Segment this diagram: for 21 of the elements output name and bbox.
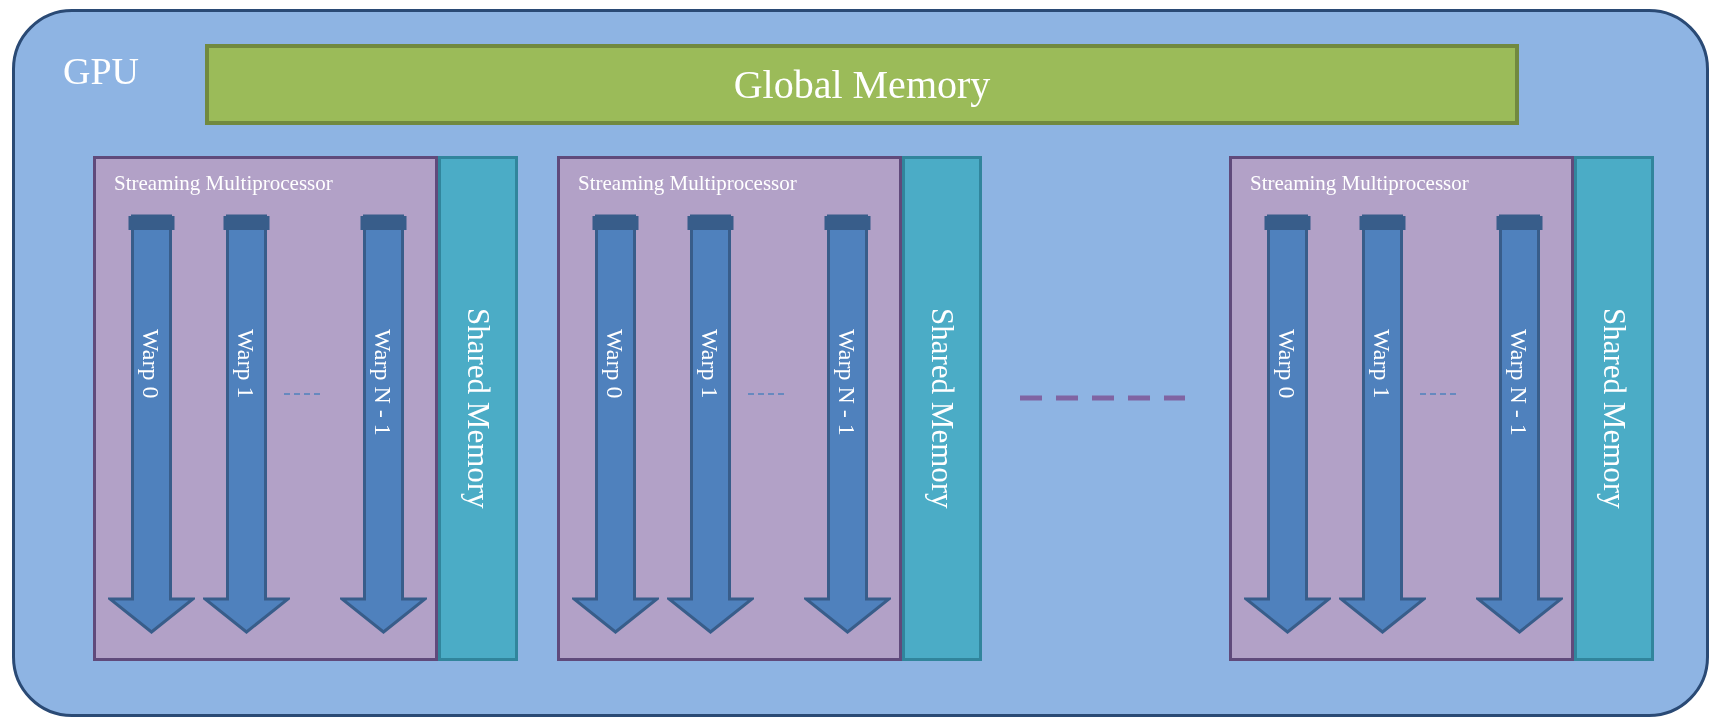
multiprocessor-title: Streaming Multiprocessor xyxy=(114,173,333,194)
multiprocessor-box xyxy=(557,156,902,661)
warp-label: Warp 0 xyxy=(138,329,163,399)
warp-label: Warp N - 1 xyxy=(370,329,395,436)
gpu-container xyxy=(12,9,1709,717)
multiprocessor-box xyxy=(93,156,438,661)
warp-label: Warp 0 xyxy=(602,329,627,399)
multiprocessor-box xyxy=(1229,156,1574,661)
gpu-label: GPU xyxy=(63,52,140,90)
shared-memory-bar: Shared Memory xyxy=(902,156,982,661)
multiprocessor-title: Streaming Multiprocessor xyxy=(1250,173,1469,194)
shared-memory-bar: Shared Memory xyxy=(1574,156,1654,661)
warp-label: Warp 1 xyxy=(233,329,258,399)
global-memory-bar: Global Memory xyxy=(205,44,1519,125)
warp-label: Warp N - 1 xyxy=(834,329,859,436)
warp-label: Warp 0 xyxy=(1274,329,1299,399)
shared-memory-bar: Shared Memory xyxy=(438,156,518,661)
multiprocessor-title: Streaming Multiprocessor xyxy=(578,173,797,194)
warp-label: Warp 1 xyxy=(1369,329,1394,399)
warp-label: Warp N - 1 xyxy=(1506,329,1531,436)
warp-label: Warp 1 xyxy=(697,329,722,399)
